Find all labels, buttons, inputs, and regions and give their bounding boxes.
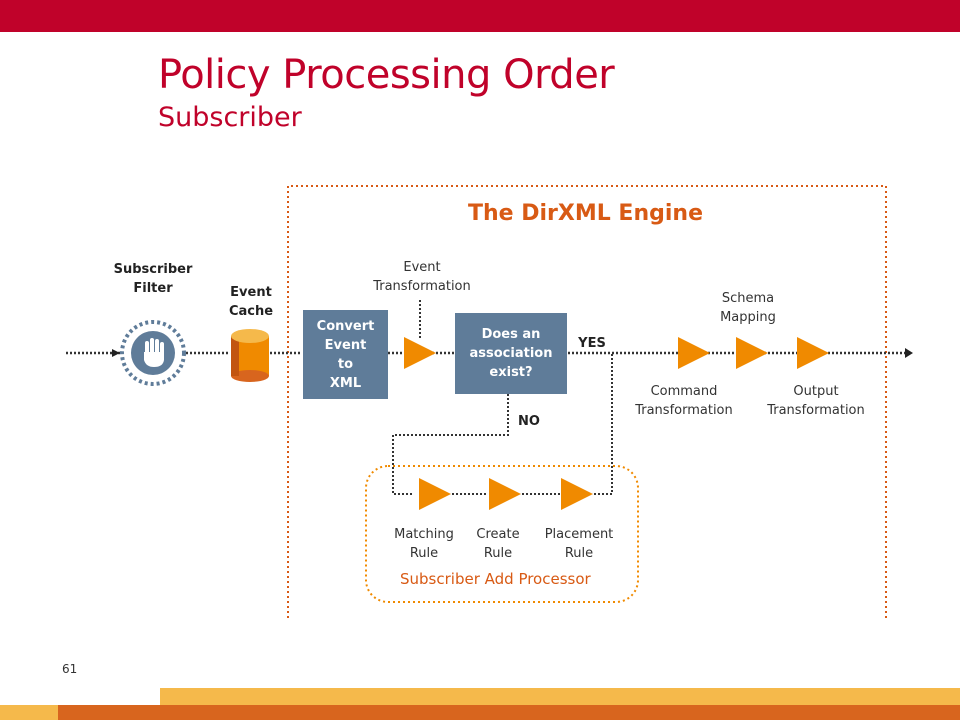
placement-rule-label: Placement Rule <box>544 527 614 561</box>
add-processor-title: Subscriber Add Processor <box>400 570 591 588</box>
matching-rule-arrow-icon <box>419 478 451 510</box>
engine-title: The DirXML Engine <box>468 201 703 226</box>
convert-event-to-xml-box: Convert Event to XML <box>303 310 388 399</box>
page-title: Policy Processing Order <box>158 52 615 98</box>
output-transformation-arrow-icon <box>797 337 829 369</box>
create-rule-arrow-icon <box>489 478 521 510</box>
page-number: 61 <box>62 662 78 676</box>
command-transformation-label: Command Transformation <box>635 384 733 418</box>
engine-boundary <box>287 185 887 618</box>
association-check-label: Does an association exist? <box>469 327 553 380</box>
flow-end-arrowhead <box>905 348 913 358</box>
association-check-box: Does an association exist? <box>455 313 567 394</box>
schema-mapping-arrow-icon <box>736 337 768 369</box>
no-branch-line <box>392 394 509 495</box>
convert-event-to-xml-label: Convert Event to XML <box>316 318 375 391</box>
yes-label: YES <box>578 336 606 351</box>
no-label: NO <box>518 414 540 429</box>
event-cache-label: Event Cache <box>228 285 274 319</box>
footer-bar-light <box>160 688 960 706</box>
page-subtitle: Subscriber <box>158 102 302 133</box>
footer-bar-left <box>0 705 58 720</box>
event-transformation-arrow-icon <box>404 337 436 369</box>
return-line <box>594 353 613 495</box>
matching-rule-label: Matching Rule <box>394 527 454 561</box>
schema-mapping-label: Schema Mapping <box>720 291 776 325</box>
stop-hand-icon <box>120 320 186 386</box>
flow-start-arrowhead <box>112 349 120 357</box>
footer-bar-dark <box>58 705 960 720</box>
database-cylinder-icon <box>231 329 269 382</box>
event-transformation-label: Event Transformation <box>373 260 471 294</box>
output-transformation-label: Output Transformation <box>767 384 865 418</box>
create-rule-label: Create Rule <box>476 527 520 561</box>
placement-rule-arrow-icon <box>561 478 593 510</box>
top-banner <box>0 0 960 32</box>
subscriber-filter-label: Subscriber Filter <box>113 262 193 296</box>
command-transformation-arrow-icon <box>678 337 710 369</box>
